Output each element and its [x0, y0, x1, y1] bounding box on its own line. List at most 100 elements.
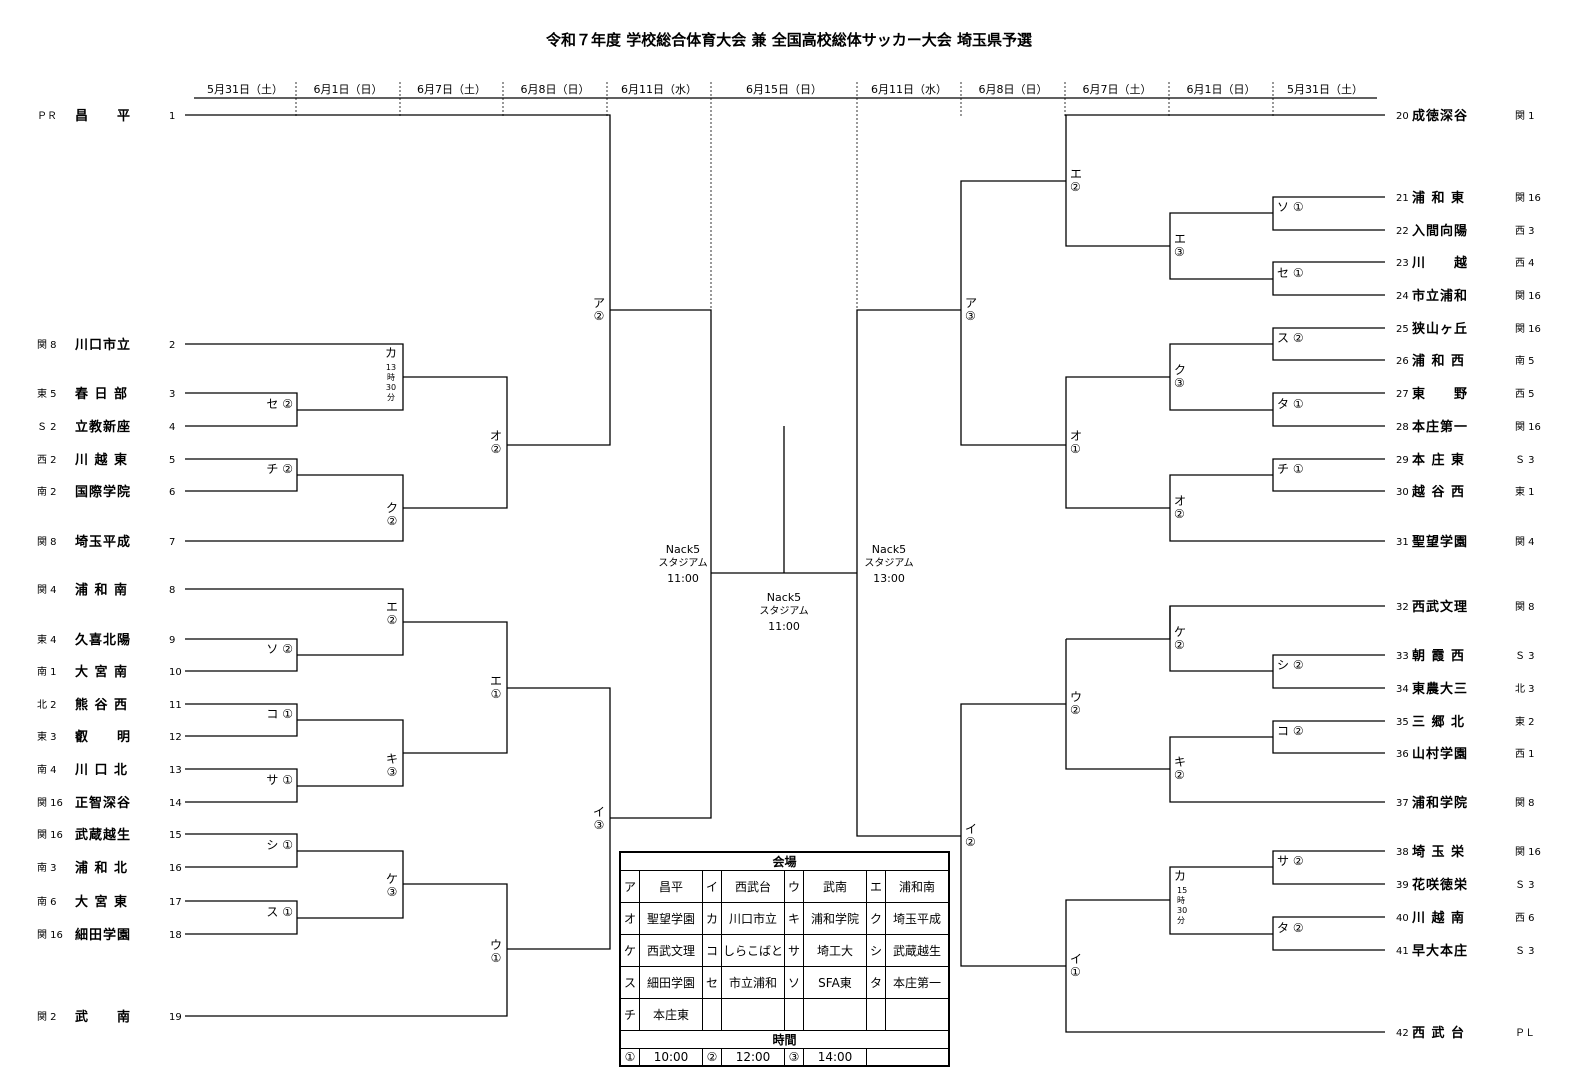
team-name: 三 郷 北	[1412, 715, 1465, 730]
bracket-line	[1169, 212, 1273, 280]
match-code: ①	[1070, 965, 1081, 979]
venue-code	[866, 998, 886, 1031]
team-seed: 関 8	[37, 339, 57, 351]
match-code: ②	[387, 514, 398, 528]
match-code: ア	[965, 296, 977, 310]
match-time: 13	[386, 363, 396, 372]
team-seed: 西 2	[37, 455, 57, 466]
venue-name: 聖望学園	[639, 902, 703, 935]
venue-time-table: 会場 ア昌平イ西武台ウ武南エ浦和南オ聖望学園カ川口市立キ浦和学院ク埼玉平成ケ西武…	[619, 851, 950, 1067]
match-code: ③	[594, 818, 605, 832]
match-code: シ ②	[1277, 658, 1304, 672]
match-code: ①	[491, 951, 502, 965]
match-code: ③	[387, 885, 398, 899]
team-name: 大 宮 東	[75, 894, 128, 910]
match-time: 時	[1177, 896, 1185, 905]
team-name: 叡 明	[74, 729, 131, 745]
venue-code: ソ	[784, 966, 804, 999]
team-seed: 北 2	[37, 699, 57, 711]
match-code: ケ	[1174, 625, 1186, 639]
team-number: 30	[1396, 487, 1409, 498]
venue-code: タ	[866, 966, 886, 999]
venue-name: 浦和学院	[803, 902, 867, 935]
match-code: チ ①	[1277, 462, 1304, 476]
bracket-lines	[185, 82, 1385, 1033]
team-name: 細田学園	[75, 927, 131, 943]
team-name: 熊 谷 西	[75, 697, 128, 713]
team-name: 朝 霞 西	[1412, 648, 1465, 664]
semifinal-left-venue: Nack5	[666, 543, 700, 556]
venue-name: 武蔵越生	[885, 934, 950, 967]
match-code: オ	[490, 429, 502, 443]
venue-name: SFA東	[803, 966, 867, 999]
team-number: 31	[1396, 537, 1409, 548]
match-code: カ	[1174, 869, 1186, 883]
team-name: 市立浦和	[1412, 288, 1468, 304]
venue-code: シ	[866, 934, 886, 967]
date-label: 6月1日（日）	[314, 83, 383, 96]
team-name: 川 越 南	[1411, 910, 1465, 926]
bracket-line	[185, 474, 404, 542]
match-code: チ ②	[266, 462, 293, 476]
match-code: キ	[386, 752, 398, 766]
team-number: 8	[169, 585, 175, 596]
team-name: 武蔵越生	[75, 827, 131, 843]
bracket-line	[960, 180, 1066, 446]
match-code: セ ②	[266, 397, 293, 411]
match-code: エ	[386, 600, 398, 614]
match-code: サ ②	[1277, 854, 1304, 868]
team-name: 浦 和 北	[75, 860, 128, 876]
match-code: イ	[593, 805, 605, 819]
match-code: ソ ①	[1277, 200, 1304, 214]
bracket-line	[610, 309, 712, 819]
match-code: タ ②	[1277, 921, 1304, 935]
bracket-line	[960, 703, 1066, 967]
team-seed: Ｓ 2	[37, 422, 57, 433]
venue-code: コ	[702, 934, 722, 967]
team-seed: 関 2	[37, 1011, 57, 1023]
venue-name: 細田学園	[639, 966, 703, 999]
team-name: 川口市立	[74, 337, 131, 353]
team-seed: Ｓ 3	[1515, 880, 1535, 891]
date-label: 6月8日（日）	[979, 83, 1048, 96]
team-name: 西武文理	[1412, 599, 1468, 615]
match-code: ②	[491, 442, 502, 456]
team-number: 4	[169, 422, 175, 433]
team-number: 18	[169, 930, 182, 941]
team-name: 埼 玉 栄	[1412, 844, 1465, 860]
bracket-line	[185, 883, 508, 1017]
team-seed: 南 2	[37, 485, 57, 498]
venue-row: ア昌平イ西武台ウ武南エ浦和南	[619, 870, 950, 903]
team-seed: 東 1	[1515, 485, 1535, 498]
team-name: 川 越	[1411, 255, 1468, 271]
team-number: 40	[1396, 913, 1409, 924]
team-seed: 南 3	[37, 861, 57, 874]
venue-row: ケ西武文理コしらこばとサ埼工大シ武蔵越生	[619, 934, 950, 967]
team-number: 5	[169, 455, 175, 466]
date-label-final: 6月15日（日）	[746, 83, 822, 96]
semifinal-right-venue: スタジアム	[864, 557, 913, 569]
team-seed: 関 16	[1515, 421, 1541, 433]
team-name: 浦 和 西	[1412, 353, 1465, 369]
team-name: 春 日 部	[74, 386, 128, 402]
team-seed: 関 16	[37, 929, 63, 941]
venue-name: 本庄第一	[885, 966, 950, 999]
venue-code: イ	[702, 870, 722, 903]
match-code: イ	[1070, 952, 1082, 966]
match-code: ウ	[490, 938, 502, 952]
team-number: 32	[1396, 602, 1409, 613]
bracket-line	[1065, 114, 1385, 247]
match-code: ②	[387, 613, 398, 627]
team-name: 聖望学園	[1412, 534, 1468, 550]
team-number: 11	[169, 700, 182, 711]
match-code: コ ②	[1277, 724, 1304, 738]
match-code: ②	[1174, 638, 1185, 652]
venue-name	[803, 998, 867, 1031]
team-seed: 西 3	[1515, 226, 1535, 237]
team-number: 26	[1396, 356, 1409, 367]
venue-code: チ	[619, 998, 640, 1031]
team-seed: 関 16	[1515, 846, 1541, 858]
team-name: 東 野	[1412, 386, 1468, 402]
team-number: 39	[1396, 880, 1409, 891]
